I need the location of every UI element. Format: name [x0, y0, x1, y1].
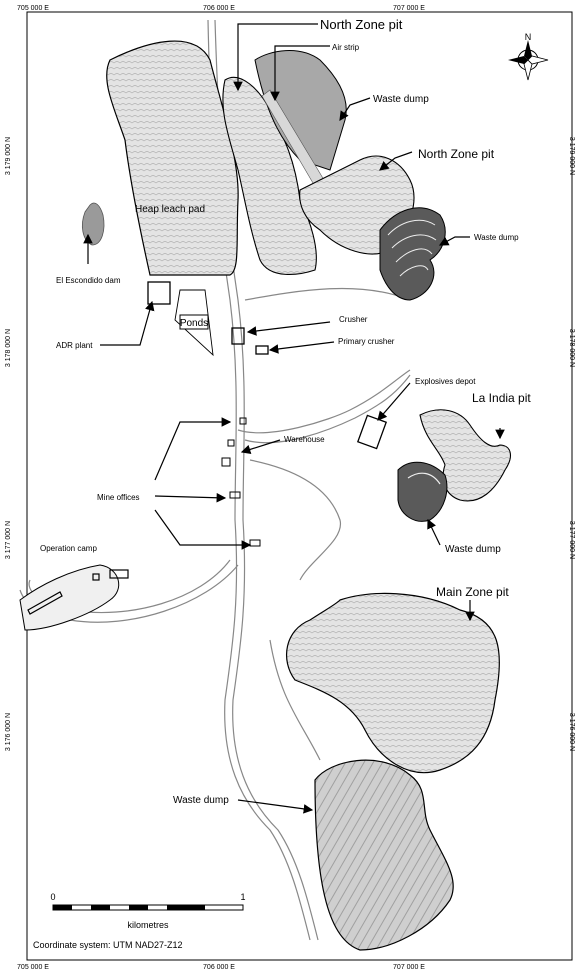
label-heap-leach-pad: Heap leach pad — [135, 204, 205, 215]
heap-leach-pad — [106, 40, 239, 276]
coord-right-0: 3 179 000 N — [568, 137, 575, 175]
coord-top-0: 705 000 E — [17, 5, 49, 12]
label-north-zone-pit-2: North Zone pit — [418, 147, 495, 161]
label-mine-offices: Mine offices — [97, 493, 140, 502]
label-adr-plant: ADR plant — [56, 341, 93, 350]
coord-left-1: 3 178 000 N — [5, 329, 12, 367]
scale-bar — [52, 904, 244, 911]
leader-arrows — [83, 23, 505, 814]
waste-dump-north — [254, 50, 347, 171]
coordinate-system-label: Coordinate system: UTM NAD27-Z12 — [33, 940, 183, 950]
operation-camp-buildings — [27, 569, 129, 615]
label-north-zone-pit-1: North Zone pit — [320, 17, 403, 32]
ponds-label-box — [179, 314, 209, 330]
adr-plant-building — [147, 281, 171, 305]
operation-camp-area — [19, 564, 120, 631]
coord-left: 3 179 000 N 3 178 000 N 3 177 000 N 3 17… — [5, 137, 12, 751]
coord-left-3: 3 176 000 N — [5, 713, 12, 751]
office-buildings — [221, 417, 261, 547]
label-main-zone-pit: Main Zone pit — [436, 585, 509, 599]
label-ponds: Ponds — [180, 318, 208, 329]
label-el-escondido-dam: El Escondido dam — [56, 276, 121, 285]
la-india-pit — [419, 409, 511, 502]
coord-bottom-2: 707 000 E — [393, 964, 425, 971]
coord-right-2: 3 177 000 N — [568, 521, 575, 559]
waste-dump-la-india — [397, 461, 448, 522]
scale-unit-label: kilometres — [127, 920, 169, 930]
coord-left-0: 3 179 000 N — [5, 137, 12, 175]
label-explosives-depot: Explosives depot — [415, 377, 476, 386]
coord-top-1: 706 000 E — [203, 5, 235, 12]
label-la-india-pit: La India pit — [472, 391, 531, 405]
waste-dump-northeast-contours — [387, 219, 437, 277]
coord-bottom-0: 705 000 E — [17, 964, 49, 971]
label-crusher: Crusher — [339, 315, 368, 324]
ponds-area — [174, 289, 214, 357]
label-operation-camp: Operation camp — [40, 544, 97, 553]
map-frame — [26, 11, 573, 961]
coord-right: 3 179 000 N 3 178 000 N 3 177 000 N 3 17… — [568, 137, 575, 751]
label-waste-dump-4: Waste dump — [173, 795, 229, 806]
explosives-depot-building — [356, 414, 388, 450]
north-arrow-label: N — [525, 32, 532, 42]
el-escondido-dam — [81, 202, 105, 246]
coord-right-3: 3 176 000 N — [568, 713, 575, 751]
coord-left-2: 3 177 000 N — [5, 521, 12, 559]
waste-dump-northeast — [379, 207, 446, 301]
label-waste-dump-1: Waste dump — [373, 94, 429, 105]
waste-dump-la-india-contour — [407, 472, 441, 485]
label-primary-crusher: Primary crusher — [338, 337, 395, 346]
coord-right-1: 3 178 000 N — [568, 329, 575, 367]
label-waste-dump-2: Waste dump — [474, 233, 519, 242]
scale-end-label: 1 — [240, 892, 245, 902]
waste-dump-main — [314, 759, 454, 951]
crusher-building — [231, 327, 245, 345]
north-arrow — [508, 40, 549, 81]
label-air-strip: Air strip — [332, 43, 360, 52]
label-warehouse: Warehouse — [284, 435, 325, 444]
primary-crusher-building — [255, 345, 269, 355]
coord-bottom-1: 706 000 E — [203, 964, 235, 971]
label-waste-dump-3: Waste dump — [445, 544, 501, 555]
coord-top-2: 707 000 E — [393, 5, 425, 12]
coord-top: 705 000 E 706 000 E 707 000 E — [17, 5, 425, 12]
scale-start-label: 0 — [50, 892, 55, 902]
main-zone-pit — [286, 592, 500, 774]
coord-bottom: 705 000 E 706 000 E 707 000 E — [17, 964, 425, 971]
